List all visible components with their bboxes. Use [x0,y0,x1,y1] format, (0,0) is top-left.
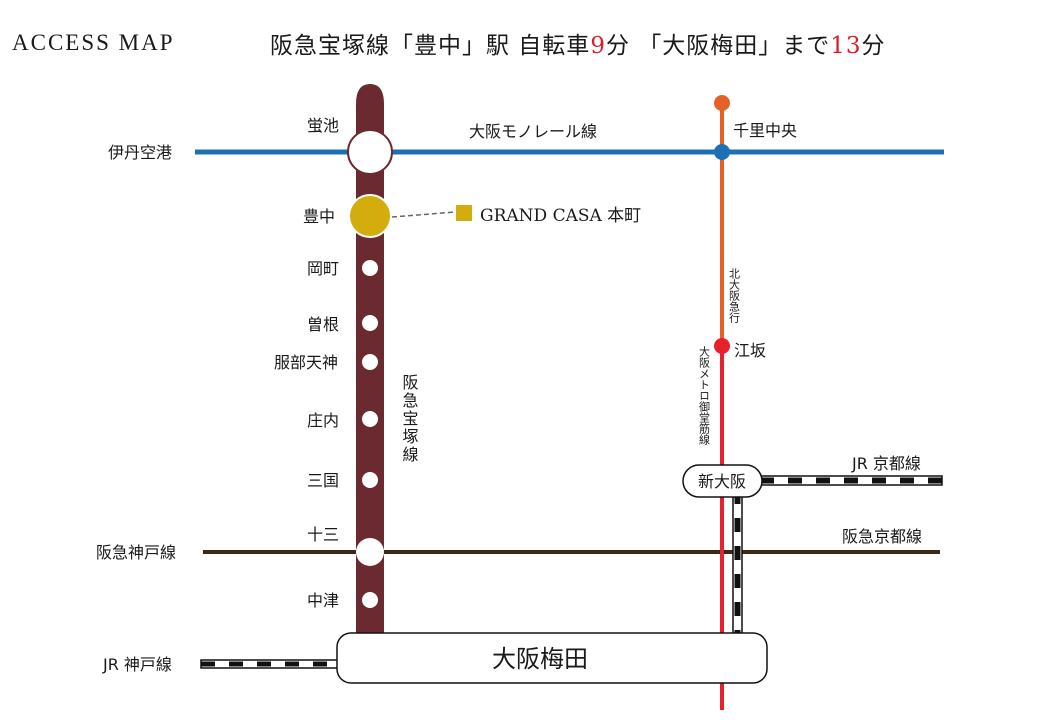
station-mikuni-marker [362,472,378,488]
property-marker [456,205,472,221]
station-shonai-label: 庄内 [307,411,339,430]
jr-kyoto-line [759,475,943,486]
summary-part-b: 分 「大阪梅田」まで [605,33,831,59]
station-toyonaka-label: 豊中 [303,207,335,226]
station-hotarugaike-label: 蛍池 [307,116,339,135]
jr-kyoto-line-label: JR 京都線 [851,454,921,473]
jr-vertical-line [732,489,743,637]
station-senri-chuo-marker [714,144,730,160]
station-mikuni-label: 三国 [307,471,339,490]
umeda-minutes: 13 [830,33,862,59]
station-senri-chuo-label: 千里中央 [733,121,797,140]
hankyu-kobe-line-label: 阪急神戸線 [96,543,176,562]
station-osaka-umeda-box [336,632,768,684]
station-juso-marker [356,538,384,566]
station-osaka-umeda-label: 大阪梅田 [492,645,588,673]
hankyu-kyoto-line-label: 阪急京都線 [842,527,922,546]
property-name-label: GRAND CASA 本町 [480,206,641,226]
monorail-line-label: 大阪モノレール線 [469,122,597,141]
station-okamachi-label: 岡町 [307,259,339,278]
station-juso-label: 十三 [307,525,339,544]
access-summary: 阪急宝塚線「豊中」駅 自転車9分 「大阪梅田」まで13分 [270,26,886,60]
station-hattori-tenjin-marker [362,354,378,370]
station-itami-airport-label: 伊丹空港 [108,143,172,162]
midosuji-line-label: 大阪メトロ御堂筋線 [698,345,711,445]
station-toyonaka-marker [348,194,392,238]
kita-osaka-terminus-marker [714,95,730,111]
page-title: ACCESS MAP [12,30,175,55]
station-nakatsu-marker [362,592,378,608]
station-shin-osaka-box [682,464,763,498]
station-esaka-label: 江坂 [734,341,766,360]
station-okamachi-marker [362,260,378,276]
station-nakatsu-label: 中津 [307,591,339,610]
takarazuka-line-label: 阪急宝塚線 [400,374,419,464]
jr-kobe-line [200,659,342,669]
summary-part-c: 分 [861,33,886,59]
station-sone-label: 曽根 [307,315,339,334]
station-hotarugaike-marker [347,129,393,175]
station-shin-osaka-label: 新大阪 [698,472,746,491]
kita-osaka-line-label: 北大阪急行 [728,268,741,324]
header: ACCESS MAP 阪急宝塚線「豊中」駅 自転車9分 「大阪梅田」まで13分 [12,26,1040,62]
station-hattori-tenjin-label: 服部天神 [274,353,338,372]
station-shonai-marker [362,411,378,427]
property-connector [391,211,456,218]
jr-kobe-line-label: JR 神戸線 [102,655,172,674]
summary-part-a: 阪急宝塚線「豊中」駅 自転車 [270,33,591,59]
bike-minutes: 9 [590,33,606,59]
station-esaka-marker [714,338,730,354]
station-sone-marker [362,315,378,331]
